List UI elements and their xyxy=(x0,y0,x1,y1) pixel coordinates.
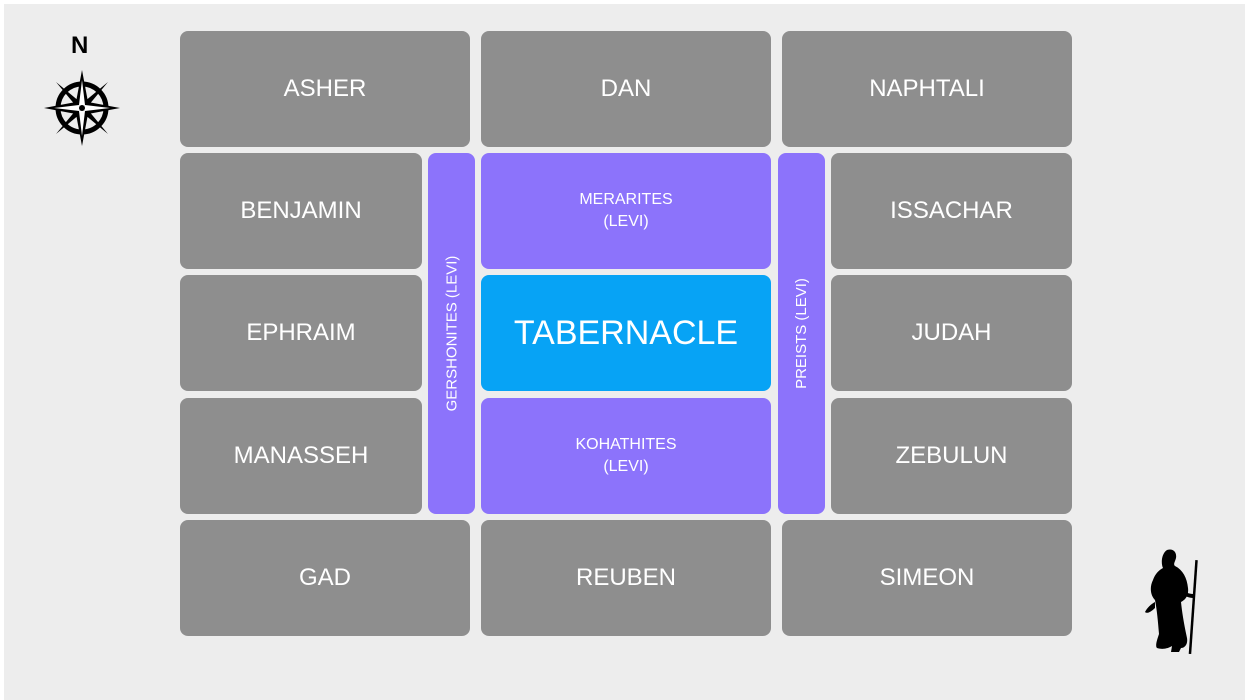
tabernacle-block: TABERNACLE xyxy=(481,275,771,391)
tribe-asher: ASHER xyxy=(180,31,470,147)
tribe-reuben-label: REUBEN xyxy=(575,564,677,591)
tribe-judah-label: JUDAH xyxy=(911,319,992,346)
tribe-simeon: SIMEON xyxy=(782,520,1072,636)
pilgrim-silhouette-icon xyxy=(1145,549,1198,654)
tribe-reuben: REUBEN xyxy=(481,520,771,636)
tribe-manasseh-label: MANASSEH xyxy=(233,442,369,469)
north-label: N xyxy=(71,32,89,59)
priests-column: PREISTS (LEVI) xyxy=(778,153,825,514)
tribe-ephraim-label: EPHRAIM xyxy=(246,319,356,346)
tribe-dan-label: DAN xyxy=(600,75,652,102)
camp-diagram: N ASHER DAN NAPHTALI BENJAMIN EPHRAIM MA… xyxy=(4,4,1245,700)
priests-label: PREISTS (LEVI) xyxy=(793,278,811,389)
gershonites-column: GERSHONITES (LEVI) xyxy=(428,153,475,514)
tribe-simeon-label: SIMEON xyxy=(879,564,975,591)
tribe-judah: JUDAH xyxy=(831,275,1072,391)
tribe-gad: GAD xyxy=(180,520,470,636)
gershonites-label: GERSHONITES (LEVI) xyxy=(443,255,461,412)
tribe-ephraim: EPHRAIM xyxy=(180,275,422,391)
tribe-issachar-label: ISSACHAR xyxy=(890,197,1013,224)
tribe-naphtali-label: NAPHTALI xyxy=(869,75,985,102)
kohathites-label: KOHATHITES (LEVI) xyxy=(575,436,677,475)
merarites-block: MERARITES (LEVI) xyxy=(481,153,771,269)
tribe-issachar: ISSACHAR xyxy=(831,153,1072,269)
tribe-zebulun-label: ZEBULUN xyxy=(895,442,1008,469)
compass-rose-icon xyxy=(44,70,120,146)
merarites-label: MERARITES (LEVI) xyxy=(579,191,673,230)
tribe-naphtali: NAPHTALI xyxy=(782,31,1072,147)
tabernacle-label: TABERNACLE xyxy=(513,313,739,352)
tribe-dan: DAN xyxy=(481,31,771,147)
tribe-benjamin: BENJAMIN xyxy=(180,153,422,269)
tribe-manasseh: MANASSEH xyxy=(180,398,422,514)
tribe-benjamin-label: BENJAMIN xyxy=(240,197,362,224)
tribe-gad-label: GAD xyxy=(298,564,351,591)
tribe-zebulun: ZEBULUN xyxy=(831,398,1072,514)
tribe-asher-label: ASHER xyxy=(283,75,367,102)
kohathites-block: KOHATHITES (LEVI) xyxy=(481,398,771,514)
